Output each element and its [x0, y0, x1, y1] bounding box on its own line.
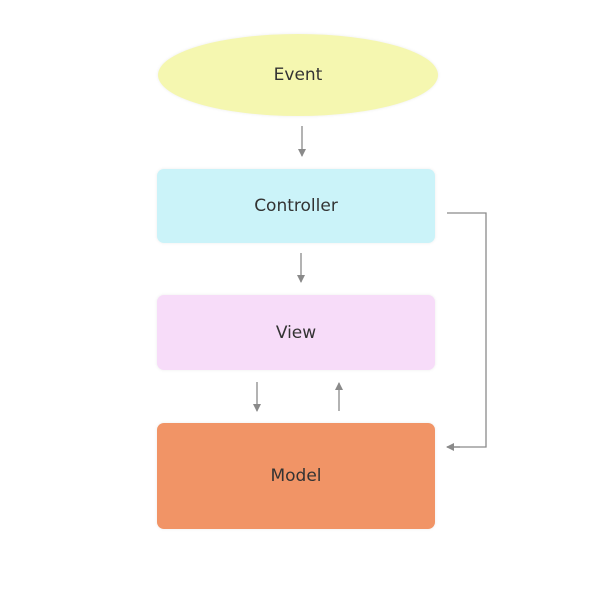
event-node: Event — [158, 34, 438, 116]
view-label: View — [275, 322, 317, 343]
controller-label: Controller — [254, 196, 338, 216]
model-node: Model — [157, 423, 435, 529]
arrow-model-to-controller — [447, 212, 487, 448]
controller-node: Controller — [157, 169, 435, 243]
event-label: Event — [273, 65, 323, 85]
model-label: Model — [270, 466, 322, 486]
view-node: View — [157, 295, 435, 370]
